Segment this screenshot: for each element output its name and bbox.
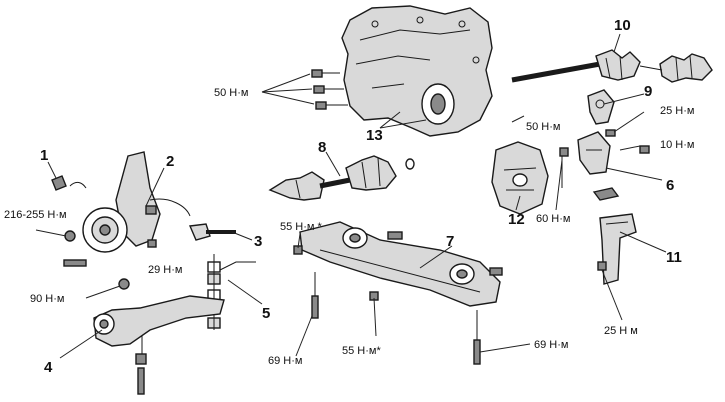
crossmember-bolts: [293, 245, 481, 365]
part-mount-pad: [592, 187, 620, 201]
torque-69-left: 69 Н·м: [268, 355, 302, 367]
torque-55-top: 55 Н·м *: [280, 221, 323, 233]
callout-3: 3: [254, 233, 262, 250]
part-lower-control-arm-4: [93, 295, 225, 395]
knuckle-bolts: [63, 259, 130, 290]
callout-10: 10: [614, 17, 631, 34]
callout-13: 13: [366, 127, 383, 144]
part-hub-nut-1: [51, 175, 87, 191]
torque-216-255: 216-255 Н·м: [4, 209, 67, 221]
callout-numbers: 1 2 3 4 5 6 7 8 9 10 11 12 13: [40, 17, 682, 376]
torque-50-top: 50 Н·м: [214, 87, 248, 99]
part-crossmember-7: [299, 221, 503, 307]
part-stabilizer-link-5: [207, 254, 256, 330]
torque-25-top: 25 Н·м: [660, 105, 694, 117]
part-engine-mount-12: [491, 141, 569, 215]
part-left-drive-shaft: [268, 155, 415, 201]
callout-4: 4: [44, 359, 53, 376]
part-transmission-housing: [341, 5, 493, 137]
callout-1: 1: [40, 147, 48, 164]
callout-9: 9: [644, 83, 652, 100]
torque-69-right: 69 Н·м: [534, 339, 568, 351]
torque-25-bot: 25 Н м: [604, 325, 638, 337]
part-tie-rod-end-3: [147, 223, 236, 248]
torque-55-bot: 55 Н·м*: [342, 345, 381, 357]
torque-60: 60 Н·м: [536, 213, 570, 225]
transmission-mount-bolts: [261, 69, 348, 110]
torque-29: 29 Н·м: [148, 264, 182, 276]
callout-7: 7: [446, 233, 454, 250]
torque-90: 90 Н·м: [30, 293, 64, 305]
part-bracket-9: [587, 89, 616, 137]
callout-2: 2: [166, 153, 174, 170]
part-right-drive-shaft: [511, 49, 713, 83]
callout-11: 11: [666, 249, 682, 266]
torque-50-mid: 50 Н·м: [526, 121, 560, 133]
callout-8: 8: [318, 139, 326, 156]
callout-5: 5: [262, 305, 270, 322]
torque-labels: 216-255 Н·м 90 Н·м 29 Н·м 50 Н·м 50 Н·м …: [4, 87, 694, 367]
torque-10: 10 Н·м: [660, 139, 694, 151]
leader-lines: [35, 33, 667, 359]
callout-6: 6: [666, 177, 674, 194]
part-mount-bracket-6: [577, 131, 650, 175]
axle-nut: [64, 230, 76, 242]
part-steering-knuckle-2: [82, 151, 191, 253]
callout-12: 12: [508, 211, 525, 228]
